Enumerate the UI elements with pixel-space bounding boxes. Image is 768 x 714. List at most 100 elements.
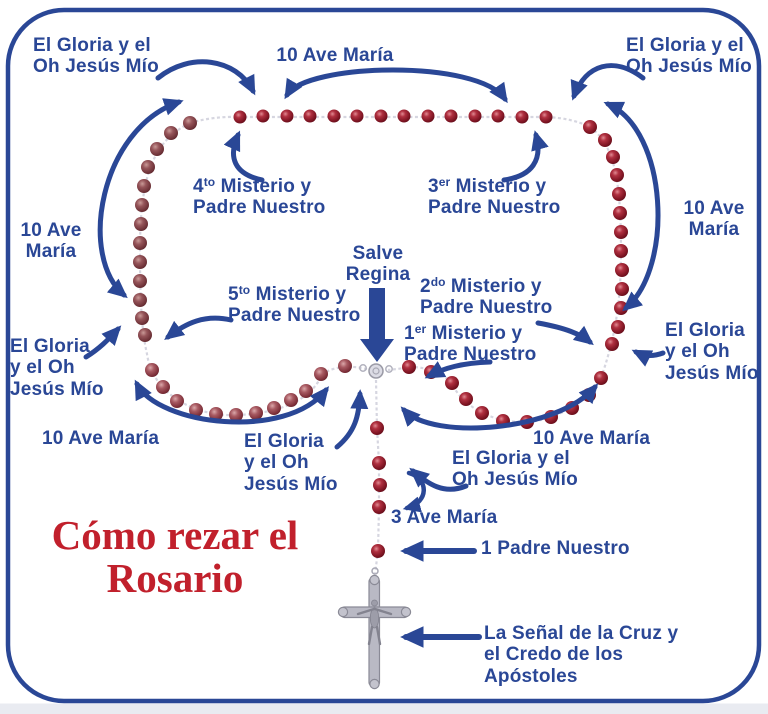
rosary-bead <box>233 110 247 124</box>
rosary-bead <box>338 359 352 373</box>
arrow-ave-maria-right <box>603 101 661 312</box>
rosary-bead <box>468 109 482 123</box>
rosary-bead <box>145 363 159 377</box>
rosary-bead <box>229 408 243 422</box>
rosary-bead <box>314 367 328 381</box>
rosary-bead <box>594 371 608 385</box>
rosary-bead <box>156 380 170 394</box>
label-3er-misterio: 3er Misterio y Padre Nuestro <box>428 175 561 219</box>
label-senal-de-la-cruz: La Señal de la Cruz y el Credo de los Ap… <box>484 623 679 687</box>
instruction-arrows <box>83 59 666 648</box>
rosary-bead <box>133 236 147 250</box>
rosary-bead <box>539 110 553 124</box>
rosary-bead <box>373 478 387 492</box>
arrow-gloria-right <box>631 349 666 367</box>
label-5to-misterio: 5to Misterio y Padre Nuestro <box>228 283 361 327</box>
label-gloria-right: El Gloria y el Oh Jesús Mío <box>665 320 759 384</box>
arrow-2do-misterio <box>535 320 594 346</box>
arrow-gloria-bottom-center <box>334 389 369 450</box>
card-border <box>5 7 762 704</box>
label-gloria-top-left: El Gloria y el Oh Jesús Mío <box>33 35 159 78</box>
rosary-bead <box>150 142 164 156</box>
rosary-bead <box>459 392 473 406</box>
label-gloria-pendant: El Gloria y el Oh Jesús Mío <box>452 448 578 491</box>
centerpiece-medal <box>359 363 393 379</box>
rosary-bead <box>133 255 147 269</box>
page-title: Cómo rezar el Rosario <box>51 512 299 601</box>
label-2do-misterio: 2do Misterio y Padre Nuestro <box>420 275 553 319</box>
label-gloria-bottom-center: El Gloria y el Oh Jesús Mío <box>244 431 338 495</box>
rosary-bead <box>133 293 147 307</box>
rosary-bead <box>370 421 384 435</box>
label-ave-maria-left: 10 Ave María <box>20 220 82 263</box>
label-ave-maria-bottom-right: 10 Ave María <box>533 428 651 449</box>
arrow-5to-misterio <box>164 315 234 341</box>
arrow-ave-maria-top <box>284 67 508 104</box>
label-ave-maria-bottom-left: 10 Ave María <box>42 428 160 449</box>
rosary-bead <box>475 406 489 420</box>
label-4to-misterio: 4to Misterio y Padre Nuestro <box>193 175 326 219</box>
label-3-ave-maria: 3 Ave María <box>391 507 498 528</box>
rosary-bead <box>515 110 529 124</box>
rosary-bead <box>249 406 263 420</box>
rosary-bead <box>614 225 628 239</box>
rosary-bead <box>256 109 270 123</box>
rosary-bead <box>583 120 597 134</box>
label-ave-maria-right: 10 Ave María <box>683 198 745 241</box>
rosary-bead <box>209 407 223 421</box>
label-salve-regina: Salve Regina <box>345 243 411 286</box>
rosary-bead <box>170 394 184 408</box>
rosary-bead <box>350 109 364 123</box>
rosary-bead <box>327 109 341 123</box>
rosary-bead <box>611 320 625 334</box>
rosary-bead <box>137 179 151 193</box>
arrow-gloria-pendant-bracket <box>402 470 426 513</box>
rosary-bead <box>299 384 313 398</box>
rosary-bead <box>372 456 386 470</box>
arrow-gloria-top-left <box>155 59 256 96</box>
rosary-bead <box>141 160 155 174</box>
rosary-bead <box>605 337 619 351</box>
arrow-ave-maria-bottom-left <box>134 379 330 425</box>
rosary-bead <box>402 360 416 374</box>
label-ave-maria-top: 10 Ave María <box>276 45 394 66</box>
arrow-3er-misterio <box>501 130 549 183</box>
arrow-gloria-left <box>83 325 122 360</box>
bottom-strip <box>0 703 768 714</box>
arrow-4to-misterio <box>223 130 265 183</box>
rosary-bead <box>284 393 298 407</box>
arrow-1er-misterio <box>424 359 493 379</box>
rosary-bead <box>374 109 388 123</box>
rosary-bead <box>491 109 505 123</box>
rosary-bead <box>135 198 149 212</box>
rosary-bead <box>614 244 628 258</box>
rosary-bead <box>371 544 385 558</box>
rosary-bead <box>164 126 178 140</box>
rosary-bead <box>267 401 281 415</box>
label-1er-misterio: 1er Misterio y Padre Nuestro <box>404 322 537 366</box>
rosary-bead <box>598 133 612 147</box>
rosary-bead <box>134 217 148 231</box>
arrow-ave-maria-left <box>97 98 184 299</box>
label-gloria-left: El Gloria y el Oh Jesús Mío <box>10 336 104 400</box>
corpus-figure <box>356 599 393 646</box>
rosary-bead <box>280 109 294 123</box>
arrow-salve-regina <box>360 288 394 362</box>
arrow-ave-maria-bottom-right <box>400 383 599 431</box>
rosary-bead <box>610 168 624 182</box>
rosary-bead <box>183 116 197 130</box>
rosary-bead <box>606 150 620 164</box>
rosary-bead <box>615 282 629 296</box>
rosary-bead <box>612 187 626 201</box>
label-gloria-top-right: El Gloria y el Oh Jesús Mío <box>626 35 752 78</box>
crucifix <box>337 567 412 690</box>
rosary-bead <box>615 263 629 277</box>
rosary-bead <box>135 311 149 325</box>
rosary-bead <box>303 109 317 123</box>
rosary-bead <box>397 109 411 123</box>
rosary-bead <box>421 109 435 123</box>
rosary-bead <box>133 274 147 288</box>
arrow-gloria-top-right <box>570 63 646 101</box>
